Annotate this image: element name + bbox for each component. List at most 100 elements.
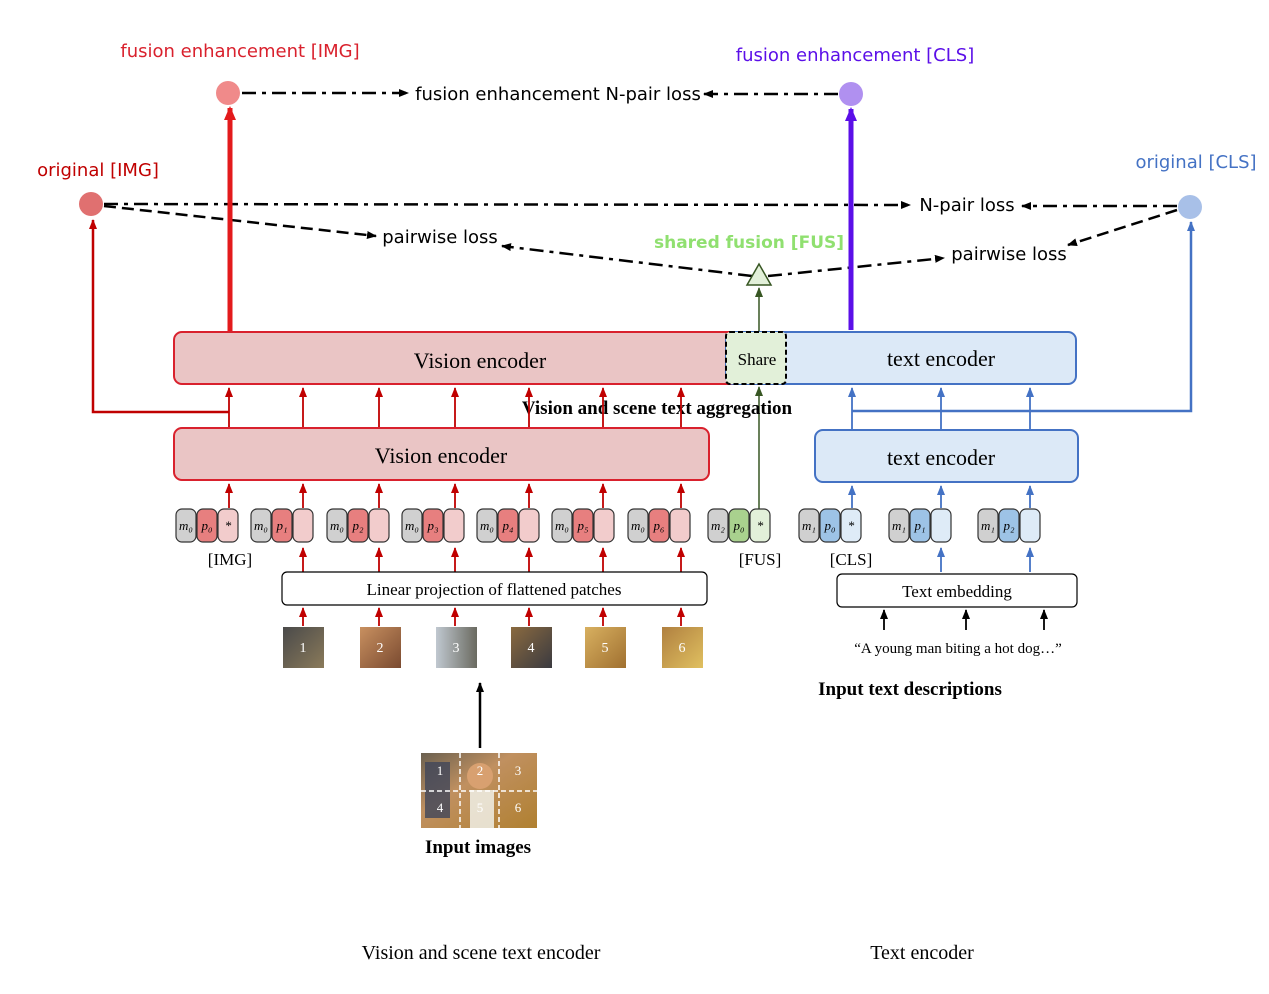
token-p-label: p₁	[275, 518, 287, 533]
token-p-label: p₆	[652, 518, 664, 533]
token-m	[627, 508, 649, 543]
patch-arrows	[299, 607, 685, 626]
grid-number: 3	[515, 763, 522, 778]
token-p	[572, 508, 594, 543]
caption-left: Vision and scene text encoder	[362, 942, 601, 964]
token-m-label: m₀	[480, 518, 494, 533]
image-patch	[283, 627, 324, 668]
token-p-label: p₅	[576, 518, 588, 533]
grid-number: 5	[477, 800, 484, 815]
shared-fusion-label: shared fusion [FUS]	[654, 233, 844, 253]
npair-left-arrow	[103, 200, 911, 209]
token-p	[648, 508, 670, 543]
projection-arrows	[299, 547, 685, 572]
pairwise-right-fus-arrow	[767, 254, 945, 278]
token-m	[977, 508, 999, 543]
token-m	[707, 508, 729, 543]
token-star	[518, 508, 540, 543]
token-p	[196, 508, 218, 543]
token-star	[443, 508, 465, 543]
token-star	[930, 508, 952, 543]
token-p	[271, 508, 293, 543]
pairwise-loss-left-label: pairwise loss	[382, 227, 498, 248]
text-encoder-bottom	[814, 429, 1079, 483]
original-cls-path	[852, 221, 1195, 413]
token-m	[798, 508, 820, 543]
token-star	[749, 508, 771, 543]
fusion-cls-label: fusion enhancement [CLS]	[736, 45, 974, 66]
token-star	[217, 508, 239, 543]
token-p-label: p₀	[823, 518, 835, 533]
token-m-label: m₀	[254, 518, 268, 533]
patch-number: 5	[602, 641, 609, 656]
original-cls-node	[1178, 195, 1202, 219]
text-inter-arrows	[848, 387, 1034, 430]
token-p	[998, 508, 1020, 543]
linear-projection-box	[281, 571, 708, 606]
token-p	[819, 508, 841, 543]
token-m-label: m₂	[711, 518, 725, 533]
fusion-img-label: fusion enhancement [IMG]	[120, 41, 359, 62]
vision-encoder-bottom-label: Vision encoder	[375, 443, 508, 468]
caption-right: Text encoder	[870, 942, 974, 964]
image-patch	[360, 627, 401, 668]
token-star-label: *	[225, 518, 232, 533]
vision-encoder-top-label: Vision encoder	[414, 348, 547, 373]
grid-number: 4	[437, 800, 444, 815]
image-patch	[511, 627, 552, 668]
token-p	[347, 508, 369, 543]
text-encoder-top-label: text encoder	[887, 346, 996, 371]
token-star	[368, 508, 390, 543]
linear-projection-label: Linear projection of flattened patches	[367, 580, 622, 599]
original-img-path	[89, 219, 229, 414]
token-m-label: m₀	[330, 518, 344, 533]
cls-token-label: [CLS]	[830, 550, 873, 569]
token-m	[326, 508, 348, 543]
pairwise-left-in-arrow	[103, 204, 377, 239]
token-p-label: p₁	[913, 518, 925, 533]
fus-token-label: [FUS]	[739, 550, 782, 569]
pairwise-left-fus-arrow	[501, 243, 753, 278]
patch-number: 6	[679, 641, 686, 656]
vision-encoder-bottom	[173, 427, 710, 481]
grid-number: 2	[477, 763, 484, 778]
original-cls-label: original [CLS]	[1135, 152, 1256, 173]
token-star	[1019, 508, 1041, 543]
token-m	[476, 508, 498, 543]
token-star	[593, 508, 615, 543]
patch-number: 2	[377, 641, 384, 656]
token-m-label: m₀	[555, 518, 569, 533]
token-m	[250, 508, 272, 543]
shared-fusion-triangle	[745, 262, 773, 286]
vision-inter-arrows	[225, 387, 685, 428]
token-p-label: p₂	[1002, 518, 1015, 533]
token-m-label: m₀	[179, 518, 193, 533]
token-star-label: *	[848, 518, 855, 533]
token-m-label: m₁	[892, 518, 906, 533]
token-star	[669, 508, 691, 543]
share-label: Share	[738, 350, 777, 369]
token-m-label: m₁	[981, 518, 995, 533]
token-p-label: p₀	[200, 518, 212, 533]
token-m-label: m₁	[802, 518, 816, 533]
token-star	[840, 508, 862, 543]
quote-text: “A young man biting a hot dog…”	[854, 641, 1061, 657]
token-p	[422, 508, 444, 543]
original-img-label: original [IMG]	[37, 160, 159, 181]
token-m	[401, 508, 423, 543]
grid-number: 6	[515, 800, 522, 815]
fusion-cls-node	[839, 82, 863, 106]
share-block	[725, 331, 787, 385]
token-p	[909, 508, 931, 543]
patch-number: 4	[528, 641, 535, 656]
fusion-loss-label: fusion enhancement N-pair loss	[415, 84, 701, 105]
token-p-label: p₄	[501, 518, 514, 533]
embedding-arrows	[937, 547, 1034, 572]
fusion-img-node	[216, 81, 240, 105]
token-p	[728, 508, 750, 543]
pairwise-loss-right-label: pairwise loss	[951, 244, 1067, 265]
text-embedding-box	[836, 573, 1078, 608]
image-patch	[436, 627, 477, 668]
